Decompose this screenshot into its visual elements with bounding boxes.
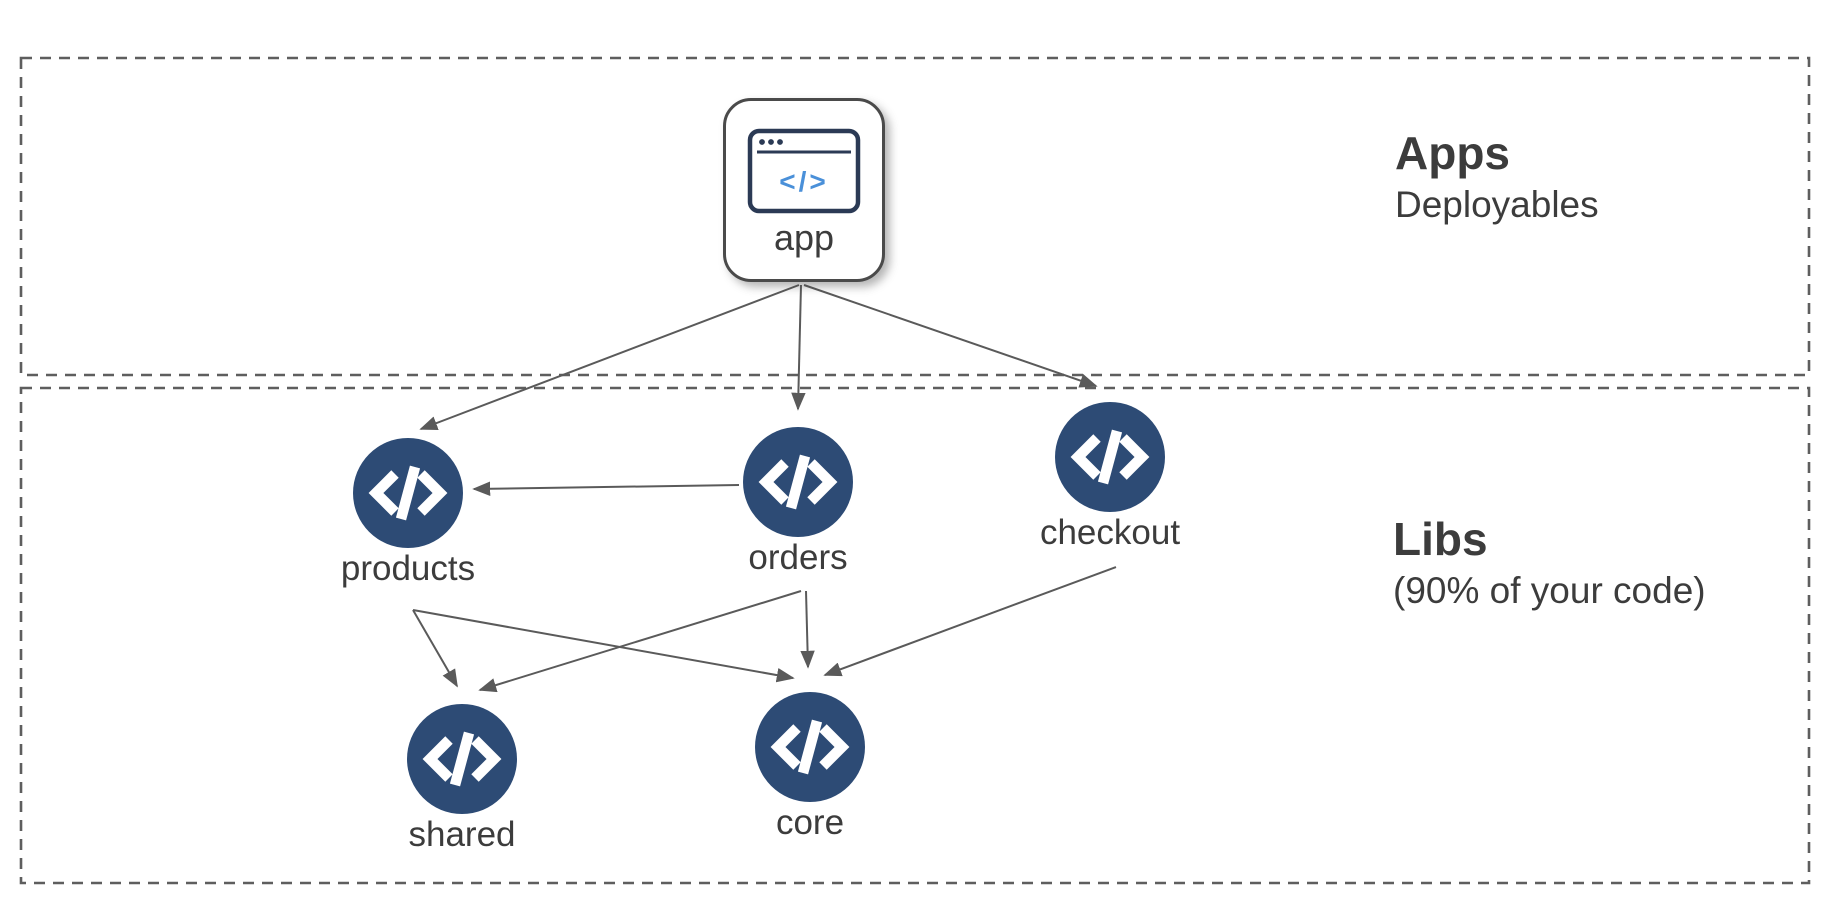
libs-zone-subtitle: (90% of your code) bbox=[1393, 569, 1706, 611]
node-label-shared: shared bbox=[408, 815, 516, 854]
edge-products-to-core bbox=[412, 609, 795, 683]
libs-zone-border bbox=[19, 386, 1811, 885]
svg-text:</>: </> bbox=[779, 166, 828, 197]
edge-app-to-orders bbox=[791, 284, 806, 411]
code-icon bbox=[758, 454, 838, 510]
edge-orders-to-products bbox=[472, 481, 740, 496]
code-icon bbox=[368, 465, 448, 521]
node-app: </> app bbox=[723, 98, 885, 282]
edge-orders-to-core bbox=[800, 590, 815, 669]
node-label-app: app bbox=[773, 217, 835, 258]
node-checkout bbox=[1055, 402, 1165, 512]
apps-zone-title: Apps bbox=[1395, 127, 1510, 179]
node-core bbox=[755, 692, 865, 802]
node-orders bbox=[743, 427, 853, 537]
libs-zone-title: Libs bbox=[1393, 513, 1488, 565]
edge-app-to-checkout bbox=[803, 284, 1098, 388]
node-label-core: core bbox=[775, 803, 845, 842]
code-icon bbox=[1070, 429, 1150, 485]
edge-products-to-shared bbox=[412, 609, 458, 688]
node-label-products: products bbox=[340, 549, 476, 588]
code-icon bbox=[770, 719, 850, 775]
node-shared bbox=[407, 704, 517, 814]
edge-app-to-products bbox=[419, 284, 800, 430]
apps-zone-border bbox=[19, 56, 1811, 377]
apps-zone-caption: Apps Deployables bbox=[1395, 128, 1599, 226]
apps-zone-subtitle: Deployables bbox=[1395, 183, 1599, 225]
code-icon bbox=[422, 731, 502, 787]
node-label-orders: orders bbox=[748, 538, 848, 577]
browser-code-icon: </> bbox=[747, 128, 861, 214]
edge-checkout-to-core bbox=[823, 566, 1117, 677]
edge-orders-to-shared bbox=[478, 590, 802, 693]
node-products bbox=[353, 438, 463, 548]
libs-zone-caption: Libs (90% of your code) bbox=[1393, 514, 1706, 612]
node-label-checkout: checkout bbox=[1039, 513, 1181, 552]
